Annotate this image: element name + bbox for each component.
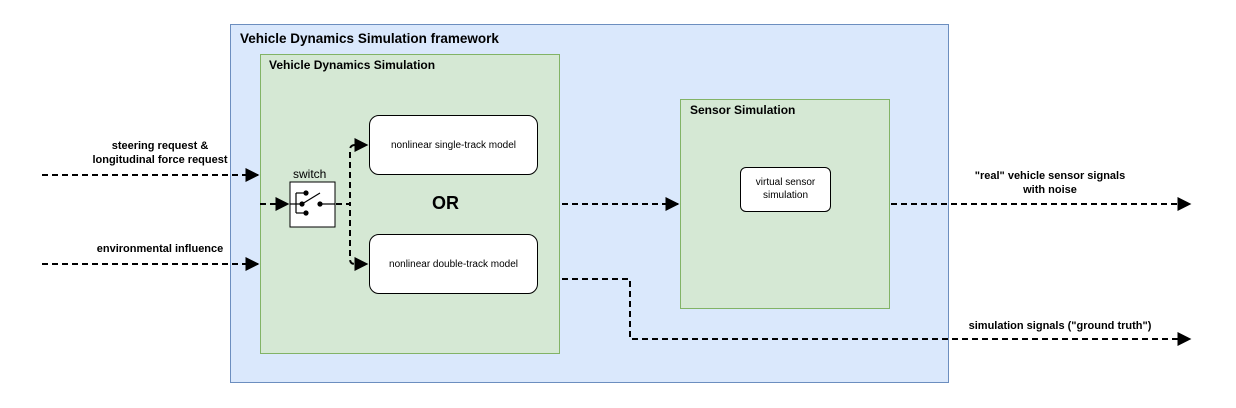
environment-input-label: environmental influence (96, 243, 224, 255)
sensor-simulation-title: Sensor Simulation (690, 103, 796, 117)
switch-to-single-arrow (336, 138, 369, 205)
steering-input-label: steering request & longitudinal force re… (70, 139, 250, 168)
steering-input-line1: steering request & (111, 140, 209, 152)
steering-input-line2: longitudinal force request (92, 154, 228, 167)
switch-to-double-arrow (336, 203, 369, 271)
double-track-model-label: nonlinear double-track model (389, 258, 518, 270)
real-signals-line2: with noise (1023, 184, 1077, 197)
real-signals-output-label: "real" vehicle sensor signals with noise (960, 169, 1140, 198)
framework-title: Vehicle Dynamics Simulation framework (240, 31, 499, 46)
ground-truth-arrow (562, 278, 1192, 346)
single-track-model-box: nonlinear single-track model (369, 115, 538, 175)
single-track-model-label: nonlinear single-track model (390, 139, 517, 151)
real-signals-line1: "real" vehicle sensor signals (974, 170, 1126, 182)
double-track-model-box: nonlinear double-track model (369, 234, 538, 294)
virtual-sensor-box: virtual sensor simulation (740, 167, 831, 212)
switch-label: switch (293, 167, 327, 181)
vehicle-dynamics-title: Vehicle Dynamics Simulation (269, 58, 436, 72)
ground-truth-output-label: simulation signals ("ground truth") (968, 320, 1152, 332)
virtual-sensor-label: virtual sensor simulation (755, 177, 816, 201)
or-label: OR (432, 193, 459, 213)
switch-icon (289, 181, 336, 228)
